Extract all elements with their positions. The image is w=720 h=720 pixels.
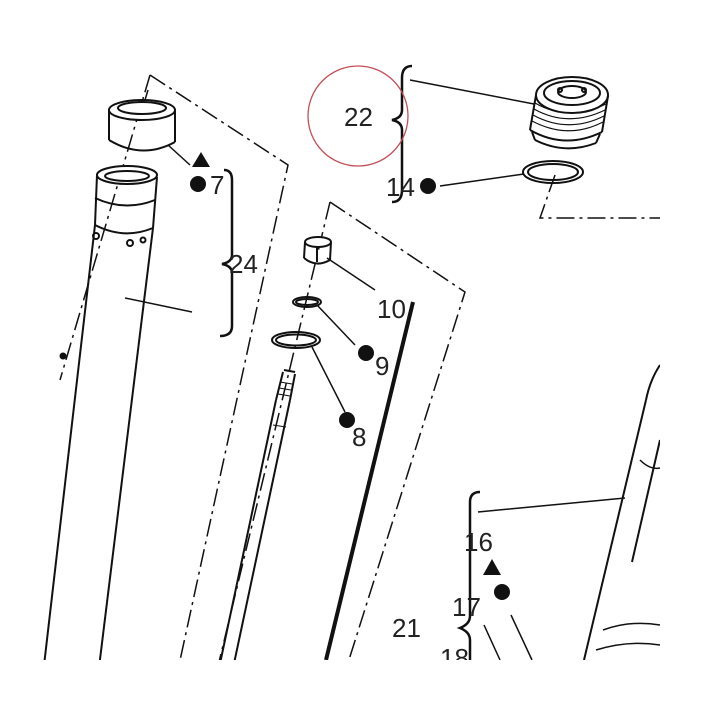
bullet-dot-8 [339,412,355,428]
callout-10: 10 [377,294,406,324]
brace-22 [391,64,413,204]
brace-24 [219,168,234,338]
callout-24: 24 [229,249,258,279]
right-margin [660,0,720,720]
callout-8: 8 [352,422,366,452]
callout-9: 9 [375,351,389,381]
callout-16: 16 [464,527,493,557]
bullet-dot-14 [420,178,436,194]
guide-line-center [329,201,466,720]
callout-22: 22 [344,102,373,132]
callout-21: 21 [392,613,421,643]
bullet-dot-7 [190,176,206,192]
heavy-guide-lines [324,301,415,661]
braces [219,64,481,660]
callout-17: 17 [452,592,481,622]
left-fork-tube [39,89,193,701]
callout-14: 14 [386,172,415,202]
bullet-dot-17 [494,584,510,600]
brace-21 [456,490,481,660]
bottom-margin [0,660,720,720]
right-fork-leg [477,364,661,661]
guide-line-left-inner [59,74,151,381]
highlight-circle [307,65,409,167]
triangle-marker-7 [192,152,210,167]
top-cap-assembly [409,76,609,187]
callout-labels: 22 14 7 24 10 9 8 16 17 21 18 [190,102,510,673]
bullet-dot-9 [358,345,374,361]
triangle-marker-16 [483,559,501,575]
guide-line-left [149,74,289,720]
guide-line-top-right [538,174,660,219]
callout-7: 7 [210,170,224,200]
